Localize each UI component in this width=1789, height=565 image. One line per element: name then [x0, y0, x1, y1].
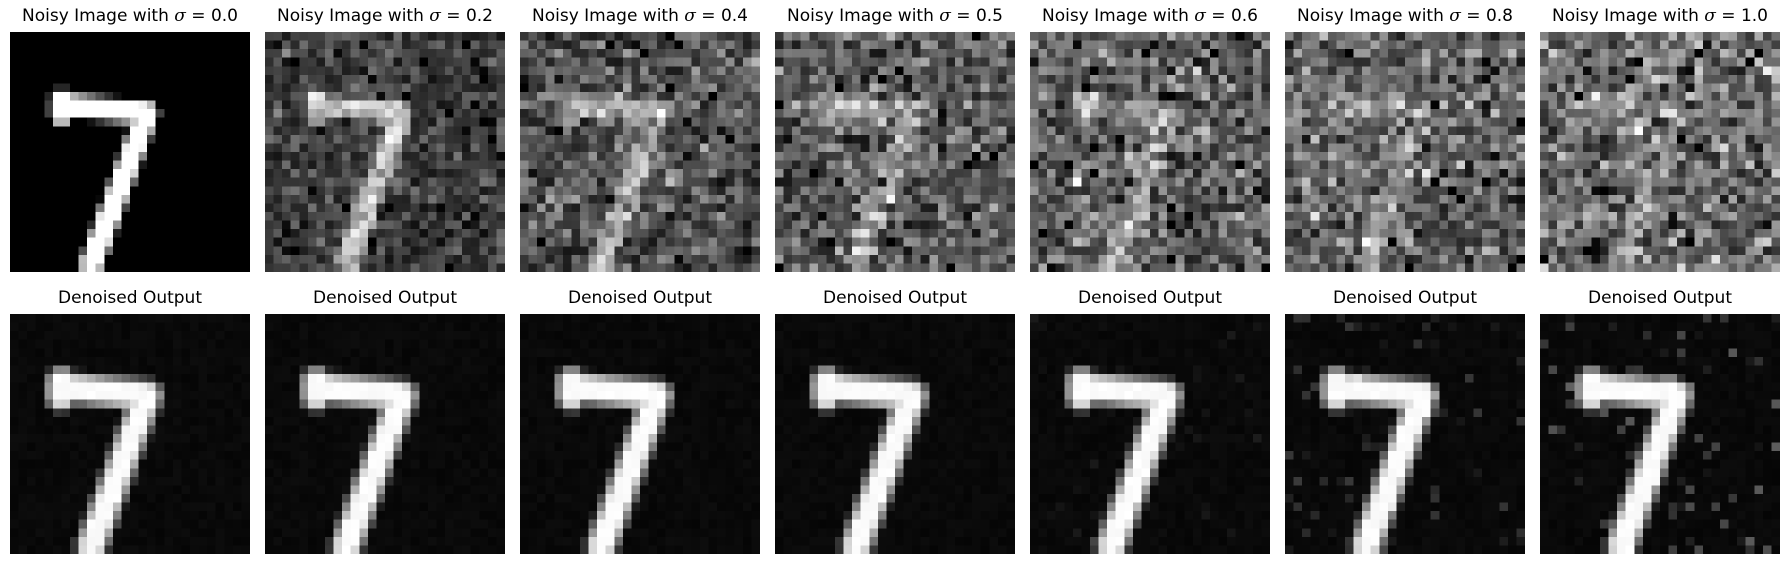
panel-title: Noisy Image with σ = 0.2 [277, 6, 493, 26]
panel-title: Denoised Output [312, 288, 457, 308]
denoised-digit-image [1030, 314, 1270, 554]
panel-title: Denoised Output [1332, 288, 1477, 308]
panel-title: Noisy Image with σ = 0.5 [787, 6, 1003, 26]
denoised-digit-image [1285, 314, 1525, 554]
denoised-digit-image [520, 314, 760, 554]
denoised-digit-image [10, 314, 250, 554]
noisy-digit-image [1030, 32, 1270, 272]
panel-title: Denoised Output [1077, 288, 1222, 308]
panel-title: Noisy Image with σ = 0.8 [1297, 6, 1513, 26]
noisy-digit-image [520, 32, 760, 272]
noisy-digit-image [10, 32, 250, 272]
noisy-digit-image [265, 32, 505, 272]
panel-title: Noisy Image with σ = 0.4 [532, 6, 748, 26]
panel-title: Denoised Output [567, 288, 712, 308]
noisy-digit-image [1540, 32, 1780, 272]
panel-title: Denoised Output [57, 288, 202, 308]
noisy-digit-image [1285, 32, 1525, 272]
panel-title: Denoised Output [822, 288, 967, 308]
panel-title: Denoised Output [1587, 288, 1732, 308]
panel-title: Noisy Image with σ = 0.0 [22, 6, 238, 26]
denoised-digit-image [1540, 314, 1780, 554]
denoised-digit-image [775, 314, 1015, 554]
panel-title: Noisy Image with σ = 0.6 [1042, 6, 1258, 26]
noisy-digit-image [775, 32, 1015, 272]
denoised-digit-image [265, 314, 505, 554]
panel-title: Noisy Image with σ = 1.0 [1552, 6, 1768, 26]
